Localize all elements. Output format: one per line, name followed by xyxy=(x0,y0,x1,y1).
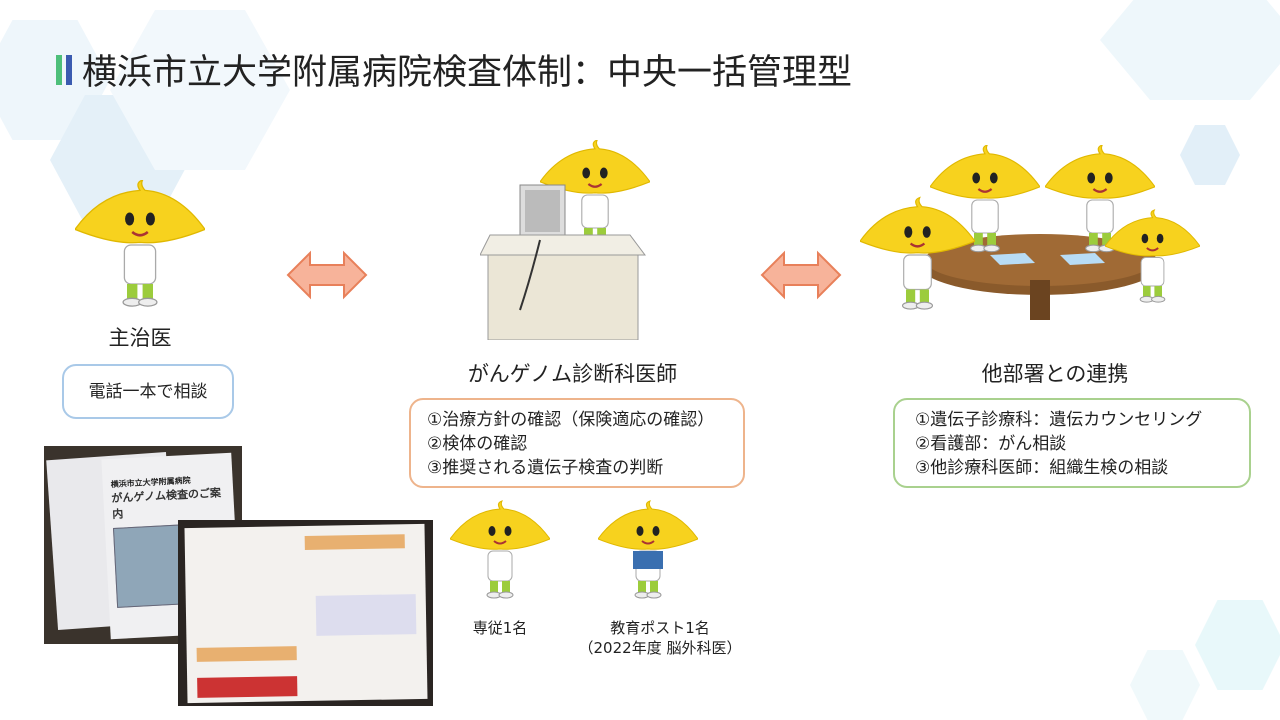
bidirectional-arrow-icon xyxy=(760,250,842,300)
bg-hexagon xyxy=(1180,125,1240,185)
full-time-staff-label: 専従1名 xyxy=(472,619,528,637)
bidirectional-arrow-icon xyxy=(286,250,368,300)
collaboration-box: ①遺伝子診療科：遺伝カウンセリング ②看護部：がん相談 ③他診療科医師：組織生検… xyxy=(893,398,1251,488)
education-post-mascot xyxy=(598,500,698,599)
duty-item: ②検体の確認 xyxy=(427,434,528,454)
title-bar-blue xyxy=(66,54,72,85)
genome-doctor-duties-box: ①治療方針の確認（保険適応の確認） ②検体の確認 ③推奨される遺伝子検査の判断 xyxy=(409,398,745,488)
doctor-at-desk-illustration xyxy=(480,140,650,340)
brochure-inside-photo xyxy=(178,520,433,706)
collaboration-item: ①遺伝子診療科：遺伝カウンセリング xyxy=(915,410,1203,430)
full-time-doctor-mascot xyxy=(450,500,550,599)
team-meeting-illustration xyxy=(860,145,1200,320)
bg-hexagon xyxy=(1130,650,1200,720)
duty-item: ①治療方針の確認（保険適応の確認） xyxy=(427,410,715,430)
bg-hexagon xyxy=(1195,600,1280,690)
genome-doctor-label: がんゲノム診断科医師 xyxy=(467,362,678,386)
collaboration-item: ③他診療科医師：組織生検の相談 xyxy=(915,458,1169,478)
attending-physician-label: 主治医 xyxy=(108,326,172,350)
consult-by-phone-box: 電話一本で相談 xyxy=(62,364,234,419)
brochure-pages xyxy=(184,523,428,704)
education-post-label: 教育ポスト1名 xyxy=(610,619,710,637)
slide-title: 横浜市立大学附属病院検査体制：中央一括管理型 xyxy=(56,44,852,95)
collaboration-label: 他部署との連携 xyxy=(981,362,1129,386)
brochure-title: がんゲノム検査のご案内 xyxy=(111,486,222,522)
doctor-mascot xyxy=(75,180,205,308)
bg-hexagon xyxy=(110,10,290,170)
duty-item: ③推奨される遺伝子検査の判断 xyxy=(427,458,664,478)
title-text: 横浜市立大学附属病院検査体制：中央一括管理型 xyxy=(82,53,853,93)
title-bar-green xyxy=(56,54,62,85)
education-post-note: （2022年度 脳外科医） xyxy=(578,639,742,657)
collaboration-item: ②看護部：がん相談 xyxy=(915,434,1067,454)
bg-hexagon xyxy=(1100,0,1280,100)
